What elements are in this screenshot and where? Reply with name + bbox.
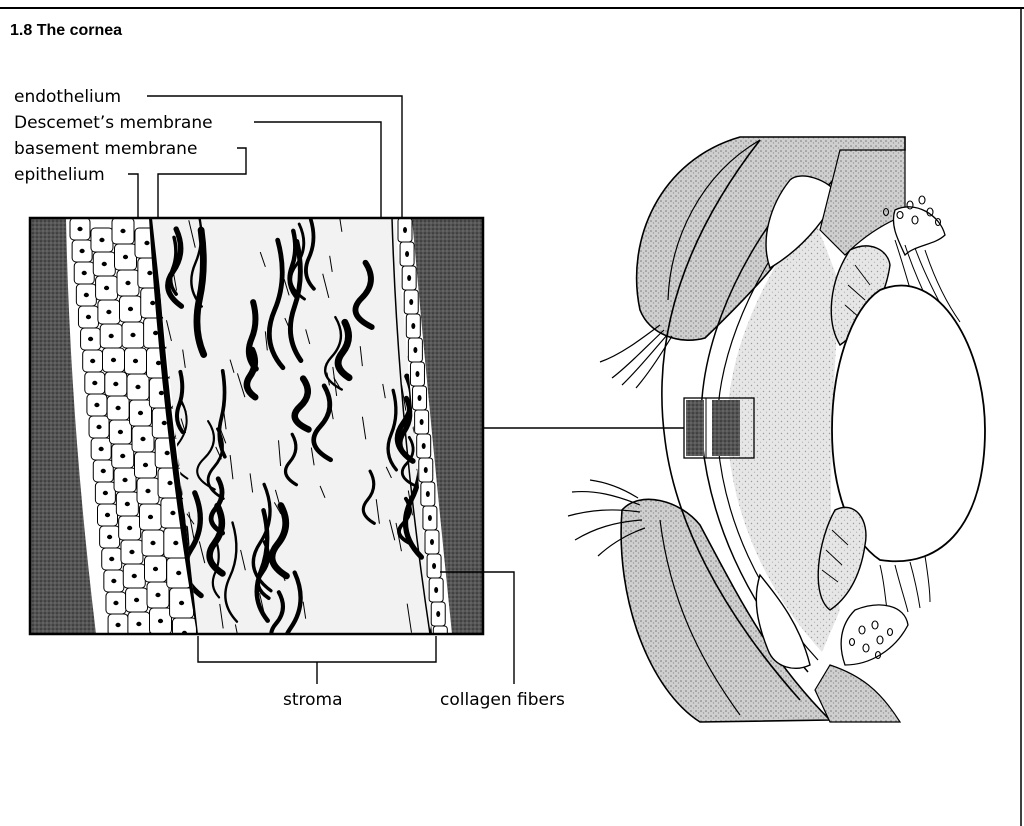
magnified-region-box	[683, 397, 755, 459]
label-epithelium: epithelium	[14, 165, 105, 185]
anterior-chamber	[727, 212, 842, 652]
basement-membrane-line	[149, 218, 203, 634]
eye-cross-section	[567, 136, 986, 723]
label-descemets-membrane: Descemet’s membrane	[14, 113, 213, 133]
iris-lower	[817, 506, 867, 611]
label-endothelium: endothelium	[14, 87, 121, 107]
anterior-dark-band	[30, 218, 96, 634]
posterior-dark-band	[412, 218, 483, 634]
label-collagen-fibers: collagen fibers	[440, 690, 565, 710]
section-border	[28, 216, 485, 636]
label-stroma: stroma	[283, 690, 343, 710]
figure-title: 1.8 The cornea	[10, 22, 122, 39]
endothelium-layer	[397, 218, 448, 634]
descemets-membrane-line	[391, 218, 431, 634]
lens	[831, 284, 986, 563]
leader-lines	[128, 95, 684, 684]
cornea-section	[30, 218, 483, 634]
cornea-outer	[661, 139, 801, 701]
epithelium-layer	[69, 218, 197, 634]
label-basement-membrane: basement membrane	[14, 139, 197, 159]
